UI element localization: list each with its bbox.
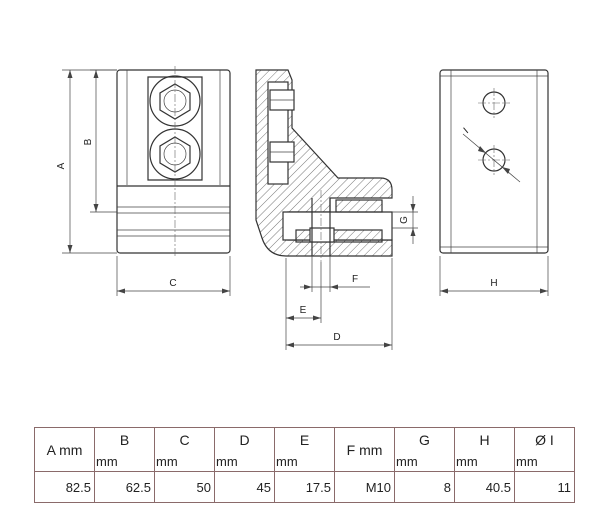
- header-c-name: C: [179, 432, 190, 448]
- spec-header-b: B mm: [94, 427, 155, 472]
- header-d-name: D: [239, 432, 250, 448]
- label-g: G: [399, 216, 410, 224]
- spec-header-i: Ø I mm: [514, 427, 575, 472]
- label-b: B: [83, 138, 94, 145]
- rear-view: I: [439, 69, 549, 254]
- spec-value-f: M10: [334, 471, 395, 503]
- label-i: I: [462, 126, 471, 136]
- dimension-g: G: [392, 196, 418, 244]
- label-h: H: [490, 278, 497, 289]
- header-h-unit: mm: [456, 454, 478, 469]
- spec-value-d: 45: [214, 471, 275, 503]
- spec-header-a: A mm: [34, 427, 95, 472]
- header-i-unit: mm: [516, 454, 538, 469]
- spec-header-e: E mm: [274, 427, 335, 472]
- header-e-name: E: [299, 432, 310, 448]
- side-view: [255, 69, 393, 262]
- header-g-name: G: [419, 432, 430, 448]
- spec-value-h: 40.5: [454, 471, 515, 503]
- spec-header-c: C mm: [154, 427, 215, 472]
- header-d-unit: mm: [216, 454, 238, 469]
- label-e: E: [300, 305, 307, 316]
- dimension-a: A: [56, 69, 117, 254]
- dimension-h: H: [439, 256, 549, 296]
- spec-header-d: D mm: [214, 427, 275, 472]
- spec-value-c: 50: [154, 471, 215, 503]
- dimension-d: D: [286, 258, 393, 350]
- spec-value-g: 8: [394, 471, 455, 503]
- header-a-label: A mm: [46, 442, 83, 458]
- spec-header-row: A mm B mm C mm D mm E mm F mm G mm H mm: [34, 427, 575, 472]
- front-view: [116, 66, 231, 258]
- label-f: F: [352, 274, 358, 285]
- dimension-b: B: [83, 69, 117, 213]
- spec-table: A mm B mm C mm D mm E mm F mm G mm H mm: [34, 427, 575, 503]
- spec-value-row: 82.5 62.5 50 45 17.5 M10 8 40.5 11: [34, 471, 575, 503]
- label-c: C: [169, 278, 176, 289]
- label-d: D: [333, 332, 340, 343]
- spec-value-i: 11: [514, 471, 575, 503]
- dimension-f: F: [300, 256, 370, 292]
- spec-header-g: G mm: [394, 427, 455, 472]
- header-b-unit: mm: [96, 454, 118, 469]
- spec-header-h: H mm: [454, 427, 515, 472]
- spec-value-b: 62.5: [94, 471, 155, 503]
- dimension-e: E: [285, 258, 322, 350]
- spec-value-a: 82.5: [34, 471, 95, 503]
- spec-value-e: 17.5: [274, 471, 335, 503]
- spec-header-f: F mm: [334, 427, 395, 472]
- header-f-label: F mm: [346, 442, 383, 458]
- header-e-unit: mm: [276, 454, 298, 469]
- header-g-unit: mm: [396, 454, 418, 469]
- technical-drawing: A B C: [56, 66, 549, 350]
- header-b-name: B: [119, 432, 130, 448]
- dimension-c: C: [116, 256, 231, 296]
- header-i-name: Ø I: [535, 432, 554, 448]
- header-c-unit: mm: [156, 454, 178, 469]
- header-h-name: H: [479, 432, 490, 448]
- label-a: A: [56, 162, 67, 169]
